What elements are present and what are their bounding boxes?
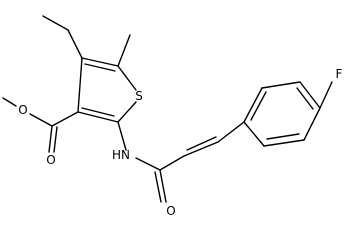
- bond-amide-c-o: [159, 169, 167, 203]
- methoxy-oxygen-label: O: [18, 103, 27, 117]
- bond-c5-methyl: [117, 34, 131, 67]
- bond-amide-c-o-double: [154, 171, 162, 203]
- bond-methoxy-o-ch3: [2, 97, 17, 107]
- bond-c2-c3-double: [81, 107, 115, 117]
- bond-c2-c3: [77, 111, 119, 123]
- bond-ring-3: [299, 81, 321, 109]
- bond-s-c2: [117, 101, 137, 123]
- bond-carbonyl-o-double-a: [48, 125, 53, 153]
- bond-c3-carbonyl: [51, 111, 79, 127]
- bond-c3-c4: [77, 57, 83, 113]
- bond-ring-5-inner: [266, 133, 300, 140]
- bond-ring-2: [261, 81, 301, 89]
- bond-ring-4: [303, 107, 321, 141]
- bond-c5-s: [117, 65, 137, 91]
- bond-ring-1-inner: [250, 91, 267, 121]
- bond-c4-c5-double: [84, 63, 116, 72]
- bond-ethyl-ch3-ch2: [42, 15, 69, 31]
- bond-alkene-phenyl: [217, 121, 245, 143]
- bond-ring-fluorine: [319, 81, 333, 109]
- bond-amide-c-alkene: [159, 155, 185, 171]
- bond-carbonyl-methoxy-o: [29, 113, 53, 127]
- atom-labels: O O S HN O F: [18, 67, 342, 218]
- chemical-structure: O O S HN O F: [2, 15, 343, 218]
- bond-ring-6: [243, 121, 265, 147]
- thiophene-sulfur-label: S: [135, 89, 143, 103]
- bonds: [2, 15, 333, 203]
- bond-n-carbonyl: [135, 157, 161, 171]
- bond-alkene-c-c-double: [186, 136, 217, 151]
- amide-nitrogen-label: HN: [112, 148, 130, 162]
- fluorine-label: F: [336, 67, 343, 81]
- bond-carbonyl-o-double-b: [53, 126, 58, 153]
- bond-ring-3-inner: [296, 87, 314, 110]
- bond-c2-n: [117, 121, 127, 151]
- bond-ethyl-ch2-c4: [67, 29, 83, 59]
- bond-ring-5: [263, 139, 305, 147]
- bond-c4-c5: [81, 57, 119, 67]
- ester-carbonyl-oxygen-label: O: [46, 153, 55, 167]
- amide-oxygen-label: O: [166, 204, 175, 218]
- bond-alkene-c-c: [183, 141, 219, 157]
- bond-ring-1: [243, 87, 263, 123]
